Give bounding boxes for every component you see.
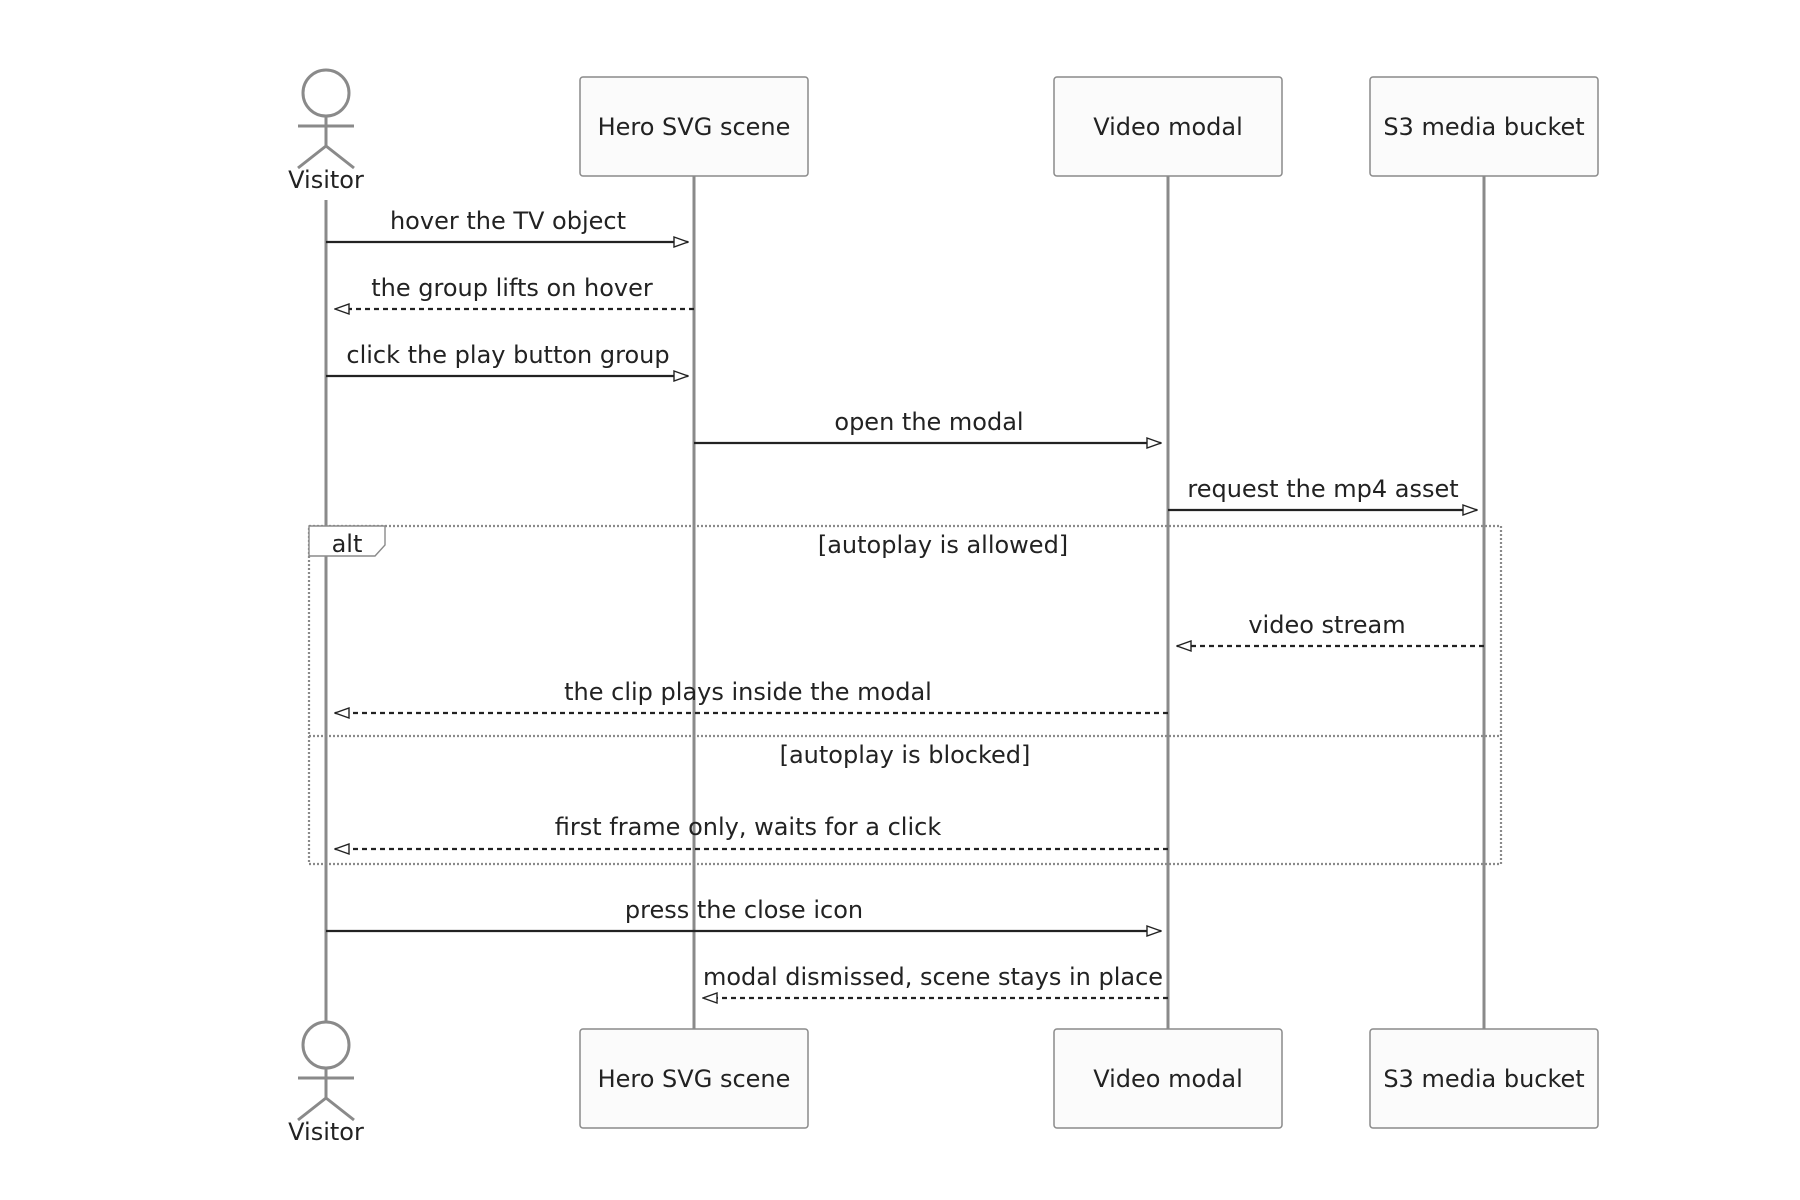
message-label: click the play button group (346, 341, 669, 369)
messages: hover the TV object the group lifts on h… (326, 207, 1484, 998)
message-label: hover the TV object (390, 207, 626, 235)
participant-video-modal-bottom: Video modal (1053, 1028, 1283, 1129)
participant-box (1369, 76, 1599, 177)
message-label: request the mp4 asset (1187, 475, 1458, 503)
participant-label: S3 media bucket (1383, 113, 1584, 141)
message-label: the group lifts on hover (371, 274, 653, 302)
participants-bottom: Visitor Hero SVG scene Video modal S3 me… (288, 1020, 1599, 1146)
participant-label: Hero SVG scene (598, 1065, 791, 1093)
participant-box (579, 76, 809, 177)
participant-s3-media-bucket-bottom: S3 media bucket (1369, 1028, 1599, 1129)
participant-s3-media-bucket-top: S3 media bucket (1369, 76, 1599, 177)
participant-label: Video modal (1093, 1065, 1243, 1093)
participant-hero-svg-scene-bottom: Hero SVG scene (579, 1028, 809, 1129)
participant-label: Hero SVG scene (598, 113, 791, 141)
participant-video-modal-top: Video modal (1053, 76, 1283, 177)
participant-box (579, 1028, 809, 1129)
participant-label: Visitor (288, 1118, 364, 1146)
participant-label: Visitor (288, 166, 364, 194)
alt-keyword-tab (308, 525, 386, 557)
actor-visitor-top: Visitor (288, 68, 364, 194)
lifelines (324, 176, 1486, 1030)
alt-keyword: alt (332, 530, 363, 558)
alt-fragment: alt [autoplay is allowed] [autoplay is b… (307, 524, 1503, 866)
message-label: open the modal (834, 408, 1023, 436)
actor-head-icon (301, 1020, 351, 1070)
actor-legs-icon (297, 144, 355, 170)
participant-box (1053, 76, 1283, 177)
message-label: first frame only, waits for a click (555, 813, 942, 841)
participants-top: Visitor Hero SVG scene Video modal S3 me… (288, 68, 1599, 194)
participant-box (1369, 1028, 1599, 1129)
actor-legs-icon (297, 1096, 355, 1122)
participant-label: S3 media bucket (1383, 1065, 1584, 1093)
message-label: video stream (1248, 611, 1405, 639)
message-label: the clip plays inside the modal (564, 678, 932, 706)
message-label: modal dismissed, scene stays in place (703, 963, 1163, 991)
participant-hero-svg-scene-top: Hero SVG scene (579, 76, 809, 177)
alt-condition-blocked: [autoplay is blocked] (780, 741, 1031, 769)
message-label: press the close icon (625, 896, 863, 924)
actor-head-icon (301, 68, 351, 118)
alt-frame (307, 524, 1503, 866)
participant-label: Video modal (1093, 113, 1243, 141)
alt-condition-allowed: [autoplay is allowed] (818, 531, 1068, 559)
actor-visitor-bottom: Visitor (288, 1020, 364, 1146)
participant-box (1053, 1028, 1283, 1129)
